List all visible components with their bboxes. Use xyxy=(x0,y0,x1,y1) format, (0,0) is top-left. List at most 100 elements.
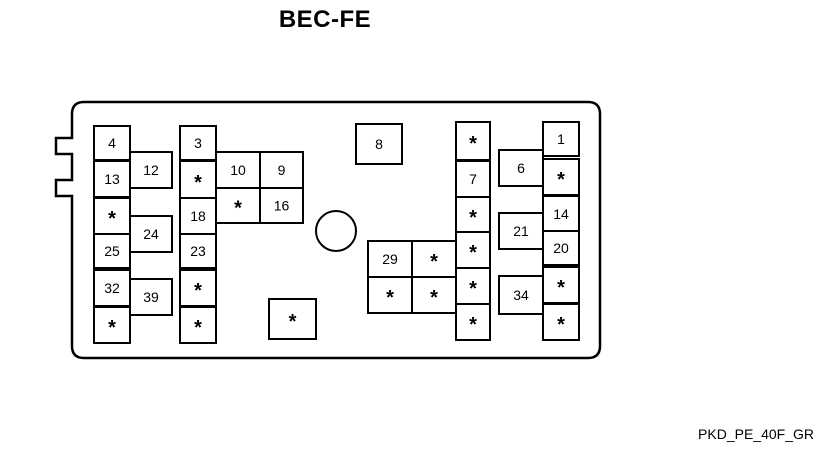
fuse-slot-label: * xyxy=(469,207,477,229)
fuse-slot-star-c3: * xyxy=(179,306,217,344)
fuse-slot-star-r3: * xyxy=(455,231,491,269)
fuse-slot-label: * xyxy=(469,133,477,155)
fuse-slot-label: 16 xyxy=(274,198,290,214)
fuse-slot-star-r6: * xyxy=(542,158,580,196)
fuse-slot-box xyxy=(93,233,131,269)
fuse-slot-10: 10 xyxy=(215,151,261,189)
fuse-slot-14: 14 xyxy=(542,195,580,233)
fuse-slot-9: 9 xyxy=(259,151,304,189)
fuse-slot-star-m2: * xyxy=(367,276,413,314)
fuse-slot-box xyxy=(542,195,580,233)
fuse-slot-star-r8: * xyxy=(542,303,580,341)
fuse-slot-24: 24 xyxy=(129,215,173,253)
fuse-slot-label: * xyxy=(557,169,565,191)
fuse-slot-18: 18 xyxy=(179,197,217,235)
fuse-slot-box xyxy=(93,269,131,307)
fuse-slot-box xyxy=(455,267,491,305)
fuse-slot-13: 13 xyxy=(93,160,131,198)
fuse-slot-29: 29 xyxy=(367,240,413,278)
fuse-slot-box xyxy=(455,121,491,161)
fuse-slot-box xyxy=(498,275,544,315)
fuse-box-housing xyxy=(54,100,602,360)
fuse-slot-16: 16 xyxy=(259,187,304,224)
fuse-slot-star-l2: * xyxy=(93,306,131,344)
fuse-slot-label: 1 xyxy=(557,131,565,147)
fuse-slot-box xyxy=(542,121,580,157)
fuse-slot-4: 4 xyxy=(93,125,131,161)
fuse-slot-box xyxy=(455,303,491,341)
fuse-slot-box xyxy=(542,303,580,341)
fuse-slot-label: 9 xyxy=(278,162,286,178)
fuse-slot-label: * xyxy=(194,172,202,194)
fuse-slot-label: * xyxy=(430,251,438,273)
fuse-slot-25: 25 xyxy=(93,233,131,269)
fuse-slot-21: 21 xyxy=(498,212,544,250)
fuse-slot-box xyxy=(93,306,131,344)
fuse-slot-box xyxy=(215,151,261,189)
fuse-slot-label: 18 xyxy=(190,208,206,224)
diagram-title: BEC-FE xyxy=(278,6,372,33)
fuse-slot-label: 39 xyxy=(143,289,159,305)
diagram-code: PKD_PE_40F_GR xyxy=(698,426,814,442)
fuse-slot-label: 20 xyxy=(553,240,569,256)
fuse-slot-label: 14 xyxy=(553,206,569,222)
fuse-slot-star-r1: * xyxy=(455,121,491,161)
fuse-slot-star-l1: * xyxy=(93,197,131,235)
fuse-slot-label: 7 xyxy=(469,171,477,187)
fuse-slot-6: 6 xyxy=(498,149,544,187)
fuse-slot-label: * xyxy=(289,311,297,333)
fuse-slot-label: 34 xyxy=(513,287,529,303)
fuse-slot-label: * xyxy=(234,198,242,220)
mounting-hole xyxy=(315,210,357,252)
fuse-slot-star-c4: * xyxy=(215,187,261,224)
fuse-slot-box xyxy=(411,276,457,314)
fuse-slot-label: * xyxy=(194,280,202,302)
fuse-slot-box xyxy=(455,231,491,269)
fuse-slot-label: * xyxy=(557,314,565,336)
fuse-slot-star-r7: * xyxy=(542,266,580,304)
fuse-slot-3: 3 xyxy=(179,125,217,161)
fuse-slot-star-c2: * xyxy=(179,269,217,307)
fuse-slot-label: * xyxy=(469,314,477,336)
fuse-slot-star-c1: * xyxy=(179,160,217,200)
fuse-slot-label: * xyxy=(469,278,477,300)
fuse-slot-label: * xyxy=(430,287,438,309)
fuse-slot-8: 8 xyxy=(355,123,403,165)
fuse-slot-box xyxy=(542,230,580,266)
fuse-slot-label: 3 xyxy=(194,135,202,151)
fuse-slot-box xyxy=(129,151,173,189)
fuse-slot-label: 32 xyxy=(104,280,120,296)
fuse-slot-label: 12 xyxy=(143,162,159,178)
fuse-slot-label: 21 xyxy=(513,223,529,239)
fuse-slot-label: 10 xyxy=(230,162,246,178)
fuse-slot-box xyxy=(179,125,217,161)
fuse-slot-box xyxy=(215,187,261,224)
fuse-slot-label: 23 xyxy=(190,243,206,259)
fuse-slot-box xyxy=(268,298,317,340)
fuse-slot-23: 23 xyxy=(179,233,217,269)
fuse-slot-34: 34 xyxy=(498,275,544,315)
fuse-slot-box xyxy=(179,306,217,344)
fuse-slot-label: * xyxy=(386,287,394,309)
fuse-slot-32: 32 xyxy=(93,269,131,307)
fuse-slot-label: * xyxy=(557,277,565,299)
fuse-slot-label: 6 xyxy=(517,160,525,176)
fuse-slot-box xyxy=(542,266,580,304)
fuse-slot-star-r5: * xyxy=(455,303,491,341)
fuse-slot-star-m1: * xyxy=(411,240,457,278)
fuse-slot-label: 25 xyxy=(104,243,120,259)
fuse-slot-12: 12 xyxy=(129,151,173,189)
fuse-slot-box xyxy=(179,160,217,200)
fuse-slot-20: 20 xyxy=(542,230,580,266)
fuse-slot-label: * xyxy=(469,242,477,264)
fuse-slot-star-r4: * xyxy=(455,267,491,305)
fuse-slot-label: * xyxy=(108,208,116,230)
fuse-slot-box xyxy=(179,233,217,269)
fuse-slot-label: 4 xyxy=(108,135,116,151)
fuse-slot-box xyxy=(129,215,173,253)
fuse-slot-box xyxy=(259,187,304,224)
fuse-slot-label: 8 xyxy=(375,136,383,152)
fuse-slot-label: * xyxy=(194,317,202,339)
fuse-slot-label: * xyxy=(108,317,116,339)
